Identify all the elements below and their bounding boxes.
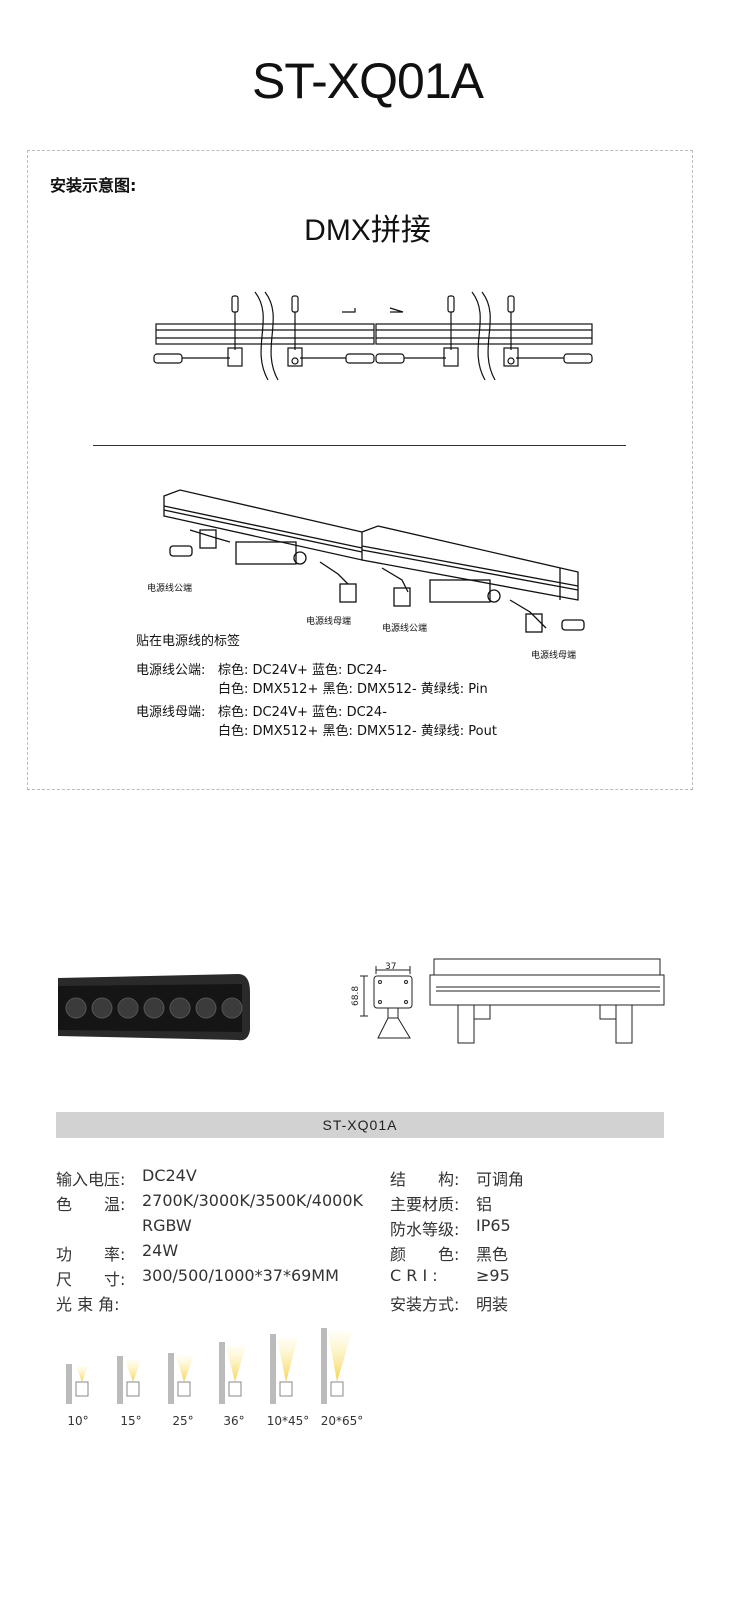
dmx-connection-diagram <box>153 291 593 381</box>
spec-value-structure: 可调角 <box>476 1170 525 1189</box>
female-end-label-2: 电源线母端 <box>531 651 577 661</box>
spec-value-rgbw: RGBW <box>142 1216 192 1235</box>
male-line-2: 白色: DMX512+ 黑色: DMX512- 黄绿线: Pin <box>218 682 488 697</box>
male-prefix: 电源线公端: <box>136 663 206 678</box>
male-end-label-1: 电源线公端 <box>147 584 193 594</box>
spec-value-material: 铝 <box>476 1195 493 1214</box>
spec-value-cct: 2700K/3000K/3500K/4000K <box>142 1191 364 1210</box>
dmx-title: DMX拼接 <box>304 214 431 247</box>
beam-icon-20x65 <box>321 1328 352 1404</box>
female-line-1: 棕色: DC24V+ 蓝色: DC24- <box>218 705 387 720</box>
spec-value-power: 24W <box>142 1241 179 1260</box>
beam-label-10: 10° <box>67 1414 89 1428</box>
width-dimension: 37 <box>385 962 396 972</box>
product-photo <box>58 974 250 1041</box>
female-line-2: 白色: DMX512+ 黑色: DMX512- 黄绿线: Pout <box>218 724 497 739</box>
spec-label-cct: 色 温: <box>56 1195 126 1214</box>
dimension-front-drawing <box>429 958 665 1044</box>
spec-label-voltage: 输入电压: <box>56 1170 126 1189</box>
spec-title-bar: ST-XQ01A <box>56 1112 664 1138</box>
install-heading: 安装示意图: <box>50 176 137 195</box>
spec-label-structure: 结 构: <box>390 1170 460 1189</box>
beam-icon-15 <box>117 1356 141 1404</box>
spec-value-voltage: DC24V <box>142 1166 197 1185</box>
male-line-1: 棕色: DC24V+ 蓝色: DC24- <box>218 663 387 678</box>
section-divider <box>93 445 626 446</box>
label-note: 贴在电源线的标签 <box>136 634 241 649</box>
spec-value-ip: IP65 <box>476 1216 511 1235</box>
beam-icon-10x45 <box>270 1334 298 1404</box>
spec-label-install: 安装方式: <box>390 1295 460 1314</box>
spec-value-cri: ≥95 <box>476 1266 510 1285</box>
spec-value-size: 300/500/1000*37*69MM <box>142 1266 339 1285</box>
spec-label-size: 尺 寸: <box>56 1270 126 1289</box>
beam-angle-icons <box>66 1328 352 1404</box>
beam-label-20x65: 20*65° <box>320 1414 364 1428</box>
height-dimension: 68.8 <box>351 986 361 1006</box>
dmx-perspective-diagram <box>163 489 585 633</box>
beam-label-15: 15° <box>120 1414 142 1428</box>
beam-icon-10 <box>66 1364 89 1404</box>
spec-label-beam: 光 束 角: <box>56 1295 120 1314</box>
spec-label-material: 主要材质: <box>390 1195 460 1214</box>
spec-label-color: 颜 色: <box>390 1245 460 1264</box>
install-diagram-box <box>27 150 693 790</box>
beam-label-25: 25° <box>172 1414 194 1428</box>
spec-label-ip: 防水等级: <box>390 1220 460 1239</box>
beam-label-36: 36° <box>223 1414 245 1428</box>
spec-label-power: 功 率: <box>56 1245 126 1264</box>
spec-label-cri: C R I : <box>390 1266 438 1285</box>
male-end-label-2: 电源线公端 <box>382 624 428 634</box>
page-title: ST-XQ01A <box>252 53 484 109</box>
spec-value-color: 黑色 <box>476 1245 509 1264</box>
female-prefix: 电源线母端: <box>136 705 206 720</box>
beam-label-10x45: 10*45° <box>266 1414 310 1428</box>
beam-icon-25 <box>168 1353 194 1404</box>
dimension-side-drawing: 37 68.8 <box>351 962 413 1039</box>
spec-value-install: 明装 <box>476 1295 509 1314</box>
female-end-label-1: 电源线母端 <box>306 617 352 627</box>
beam-icon-36 <box>219 1342 246 1404</box>
